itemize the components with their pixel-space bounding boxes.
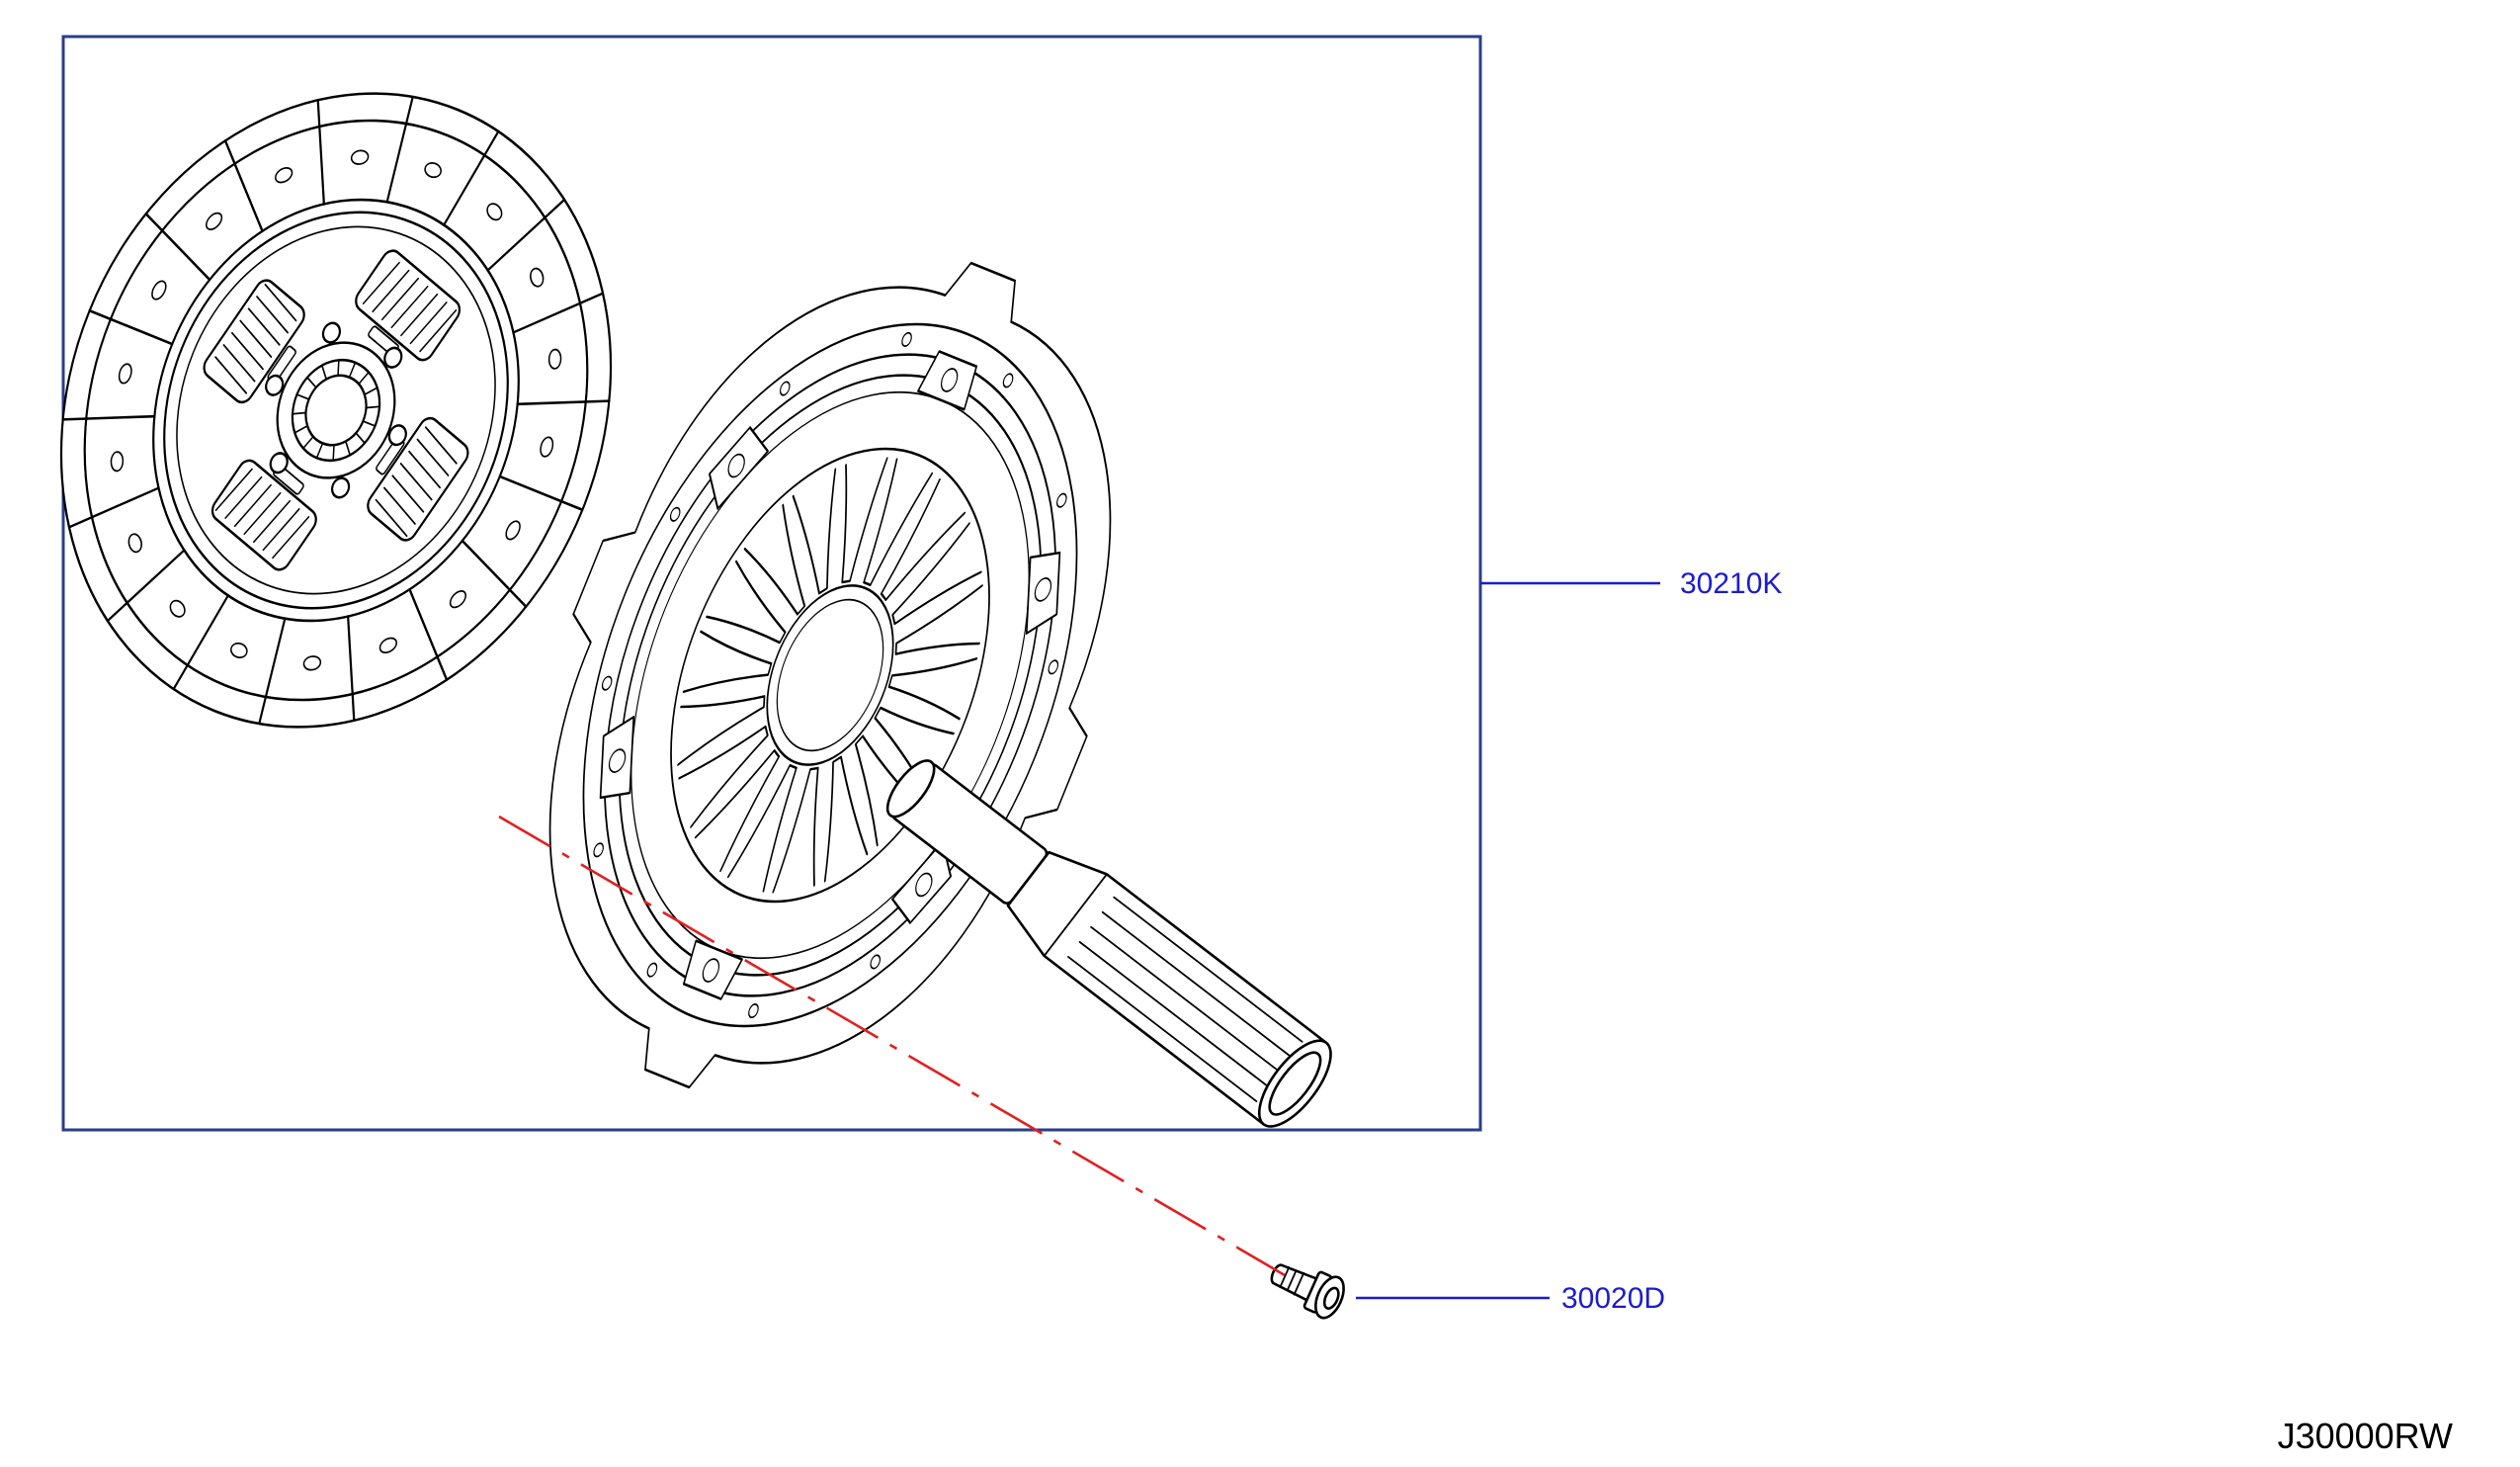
part-label-30020D[interactable]: 30020D — [1561, 1282, 1665, 1315]
clutch-disc-drawing[interactable] — [0, 10, 704, 811]
bolt-drawing[interactable] — [1264, 1252, 1349, 1322]
part-label-30210K[interactable]: 30210K — [1680, 567, 1782, 600]
assembly-center-line — [498, 815, 1286, 1277]
alignment-tool-drawing[interactable] — [869, 739, 1344, 1138]
diagram-reference-code: J30000RW — [2278, 1416, 2453, 1456]
